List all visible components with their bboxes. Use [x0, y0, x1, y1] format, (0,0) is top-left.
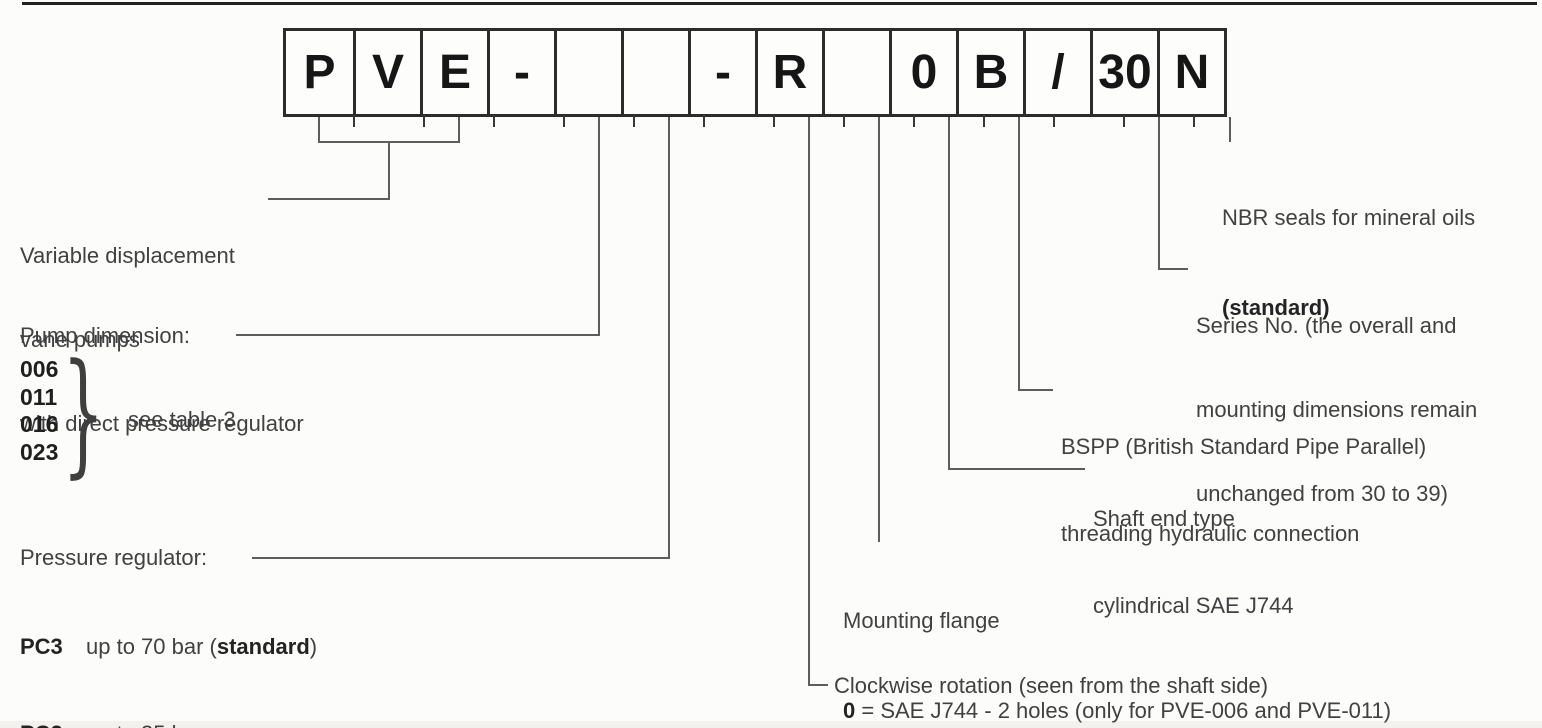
- pump-code-023: 023: [20, 438, 59, 465]
- code-box-p: P: [283, 28, 356, 117]
- pc3-standard: standard: [216, 634, 310, 659]
- pc3-text: up to 70 bar (: [86, 634, 217, 659]
- cell-tick: [353, 115, 355, 127]
- variable-displacement-line3: with direct pressure regulator: [20, 411, 304, 436]
- pump-dimension-title: Pump dimension:: [20, 323, 190, 348]
- shaft-end-line2: cylindrical SAE J744: [1093, 593, 1294, 618]
- bspp-vertical-line: [1018, 117, 1020, 391]
- cell-tick: [493, 115, 495, 127]
- cell-tick: [423, 115, 425, 127]
- pc2-text: up to 35 bar: [86, 721, 203, 728]
- code-box-e: E: [420, 28, 490, 117]
- code-box-0: 0: [889, 28, 959, 117]
- code-box-v: V: [353, 28, 423, 117]
- cell-tick: [1123, 115, 1125, 127]
- series-no-label: Series No. (the overall and mounting dim…: [1196, 256, 1477, 564]
- pc2-code: PC2: [20, 719, 86, 728]
- variable-displacement-line2: vane pumps: [20, 327, 140, 352]
- cell-tick: [703, 115, 705, 127]
- pump-dimension-vertical-line: [598, 117, 600, 336]
- pressure-regulator-vertical-line: [668, 117, 670, 559]
- flange-code-0: 0: [843, 698, 856, 723]
- pressure-regulator-options: PC3 up to 70 bar (standard) PC2up to 35 b…: [20, 574, 317, 728]
- rotation-label: Clockwise rotation (seen from the shaft …: [834, 673, 1269, 698]
- rotation-vertical-line: [808, 117, 810, 686]
- pressure-regulator-row-pc2: PC2up to 35 bar: [20, 719, 317, 728]
- cell-tick: [1053, 115, 1055, 127]
- nbr-vertical-line: [1229, 117, 1231, 142]
- cell-tick: [1193, 115, 1195, 127]
- mounting-flange-title: Mounting flange: [843, 608, 1000, 633]
- code-box-dash: -: [487, 28, 557, 117]
- code-box-blank: [621, 28, 691, 117]
- bspp-line2: threading hydraulic connection: [1061, 521, 1360, 546]
- mounting-flange-option-0: 0 = SAE J744 - 2 holes (only for PVE-006…: [843, 696, 1411, 726]
- cell-tick: [843, 115, 845, 127]
- curly-brace: }: [62, 335, 105, 491]
- nbr-seals-label: NBR seals for mineral oils (standard): [1222, 143, 1475, 383]
- shaft-end-leader-line: [948, 468, 1085, 470]
- code-box-blank: [554, 28, 624, 117]
- bottom-scan-strip: [0, 721, 1542, 728]
- cell-tick: [773, 115, 775, 127]
- cell-tick: [983, 115, 985, 127]
- pump-code-016: 016: [20, 411, 59, 437]
- code-box-slash: /: [1023, 28, 1093, 117]
- mounting-flange-vertical-line: [878, 117, 880, 542]
- see-table-note: see table 3: [128, 407, 236, 432]
- pc3-close: ): [309, 634, 318, 659]
- series-leader-line: [1158, 268, 1188, 270]
- nbr-line2: (standard): [1222, 295, 1330, 320]
- rotation-leader-line: [808, 684, 828, 686]
- mounting-flange-label: Mounting flange 0 = SAE J744 - 2 holes (…: [843, 546, 1411, 728]
- pump-code-011: 011: [20, 383, 58, 410]
- cell-tick: [913, 115, 915, 127]
- code-box-30: 30: [1090, 28, 1160, 117]
- code-box-blank: [822, 28, 892, 117]
- series-line2: mounting dimensions remain: [1196, 397, 1478, 422]
- cell-tick: [633, 115, 635, 127]
- top-border-rule: [22, 2, 1537, 5]
- variable-displacement-leader-line: [268, 198, 390, 200]
- code-box-n: N: [1157, 28, 1227, 117]
- cell-tick: [563, 115, 565, 127]
- pump-code-006: 006: [20, 356, 59, 382]
- flange-text-0: = SAE J744 - 2 holes (only for PVE-006 a…: [855, 698, 1392, 723]
- code-box-b: B: [956, 28, 1026, 117]
- series-vertical-line: [1158, 117, 1160, 270]
- bspp-line1: BSPP (British Standard Pipe Parallel): [1061, 434, 1427, 459]
- series-line1: Series No. (the overall and: [1196, 313, 1457, 338]
- variable-displacement-line1: Variable displacement: [20, 243, 235, 268]
- pve-bracket-stem-line: [388, 141, 390, 199]
- shaft-end-label: Shaft end type cylindrical SAE J744: [1093, 446, 1294, 678]
- pve-bracket-right-line: [458, 117, 460, 143]
- pve-bracket-left-line: [318, 117, 320, 143]
- nbr-line1: NBR seals for mineral oils: [1222, 205, 1476, 230]
- series-line3: unchanged from 30 to 39): [1196, 481, 1448, 506]
- pc3-code: PC3: [20, 634, 63, 659]
- shaft-end-vertical-line: [948, 117, 950, 470]
- pressure-regulator-title: Pressure regulator:: [20, 545, 208, 570]
- shaft-end-line1: Shaft end type: [1093, 506, 1235, 531]
- pressure-regulator-row-pc3: PC3 up to 70 bar (standard): [20, 632, 317, 661]
- bspp-label: BSPP (British Standard Pipe Parallel) th…: [1061, 374, 1426, 606]
- bspp-leader-line: [1018, 389, 1053, 391]
- code-box-r: R: [755, 28, 825, 117]
- pump-dimension-leader-line: [236, 334, 600, 336]
- variable-displacement-label: Variable displacement vane pumps with di…: [20, 186, 304, 494]
- code-box-dash: -: [688, 28, 758, 117]
- pressure-regulator-leader-line: [252, 557, 670, 559]
- pump-dimension-codes: 006 011 016 023: [20, 356, 58, 466]
